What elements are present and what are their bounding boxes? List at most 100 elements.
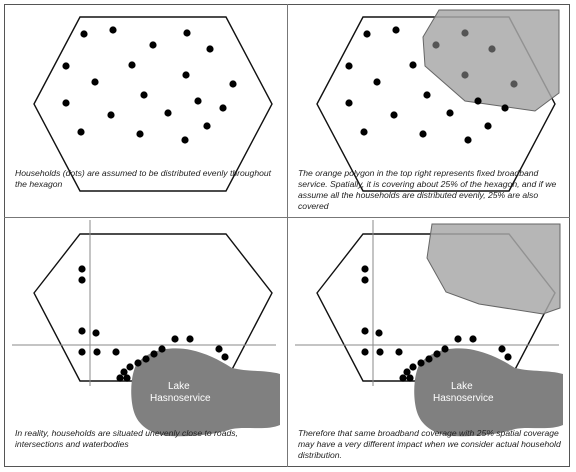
household-dot xyxy=(433,350,441,358)
household-dot xyxy=(399,374,407,382)
household-dot xyxy=(423,91,431,99)
household-dot xyxy=(363,30,371,38)
household-dots xyxy=(361,265,512,382)
caption-panel-3: In reality, households are situated unev… xyxy=(15,428,238,449)
household-dot xyxy=(123,374,131,382)
household-dot xyxy=(134,359,142,367)
household-dot xyxy=(128,61,136,69)
household-dot xyxy=(219,104,227,112)
broadband-coverage-polygon xyxy=(426,223,561,315)
household-dot xyxy=(171,335,179,343)
household-dot xyxy=(229,80,237,88)
lake-label-line1: Lake xyxy=(168,381,190,392)
household-dot xyxy=(361,348,369,356)
household-dot xyxy=(77,128,85,136)
household-dot xyxy=(142,355,150,363)
household-dot xyxy=(62,62,70,70)
household-dot xyxy=(488,45,496,53)
household-dot xyxy=(345,62,353,70)
lake-polygon xyxy=(414,348,563,437)
panel-actual-distribution: Lake Hasnoservice In reality, households… xyxy=(4,218,287,467)
broadband-coverage-polygon xyxy=(422,9,560,112)
grid-divider-vertical xyxy=(287,4,288,467)
household-dot xyxy=(107,111,115,119)
household-dot xyxy=(361,327,369,335)
lake-label-line1: Lake xyxy=(451,381,473,392)
household-dot xyxy=(183,29,191,37)
household-dot xyxy=(221,353,229,361)
lake-label-line2: Hasnoservice xyxy=(150,393,211,404)
lake-polygon xyxy=(131,348,280,437)
household-dot xyxy=(92,329,100,337)
household-dot xyxy=(510,80,518,88)
household-dot xyxy=(203,122,211,130)
household-dot xyxy=(441,345,449,353)
household-dot xyxy=(78,327,86,335)
household-dot xyxy=(182,71,190,79)
household-dot xyxy=(484,122,492,130)
household-dot xyxy=(116,374,124,382)
household-dot xyxy=(395,348,403,356)
household-dot xyxy=(461,29,469,37)
household-dot xyxy=(360,128,368,136)
lake-label-line2: Hasnoservice xyxy=(433,393,494,404)
household-dot xyxy=(91,78,99,86)
panel-1-diagram xyxy=(33,16,273,192)
caption-panel-1: Households (dots) are assumed to be dist… xyxy=(15,168,272,189)
household-dot xyxy=(501,104,509,112)
household-dot xyxy=(464,136,472,144)
household-dot xyxy=(504,353,512,361)
household-dot xyxy=(78,276,86,284)
household-dot xyxy=(409,61,417,69)
household-dot xyxy=(361,276,369,284)
panel-coverage-assumed: The orange polygon in the top right repr… xyxy=(287,4,570,217)
household-dot xyxy=(432,41,440,49)
household-dot xyxy=(419,130,427,138)
panel-actual-coverage-impact: Lake Hasnoservice Therefore that same br… xyxy=(287,218,570,467)
household-dot xyxy=(375,329,383,337)
caption-panel-4: Therefore that same broadband coverage w… xyxy=(298,428,561,460)
household-dot xyxy=(376,348,384,356)
household-dots xyxy=(78,265,229,382)
household-dot xyxy=(345,99,353,107)
household-dot xyxy=(454,335,462,343)
household-dot xyxy=(392,26,400,34)
household-dot xyxy=(149,41,157,49)
household-dot xyxy=(417,359,425,367)
household-dot xyxy=(78,265,86,273)
household-dot xyxy=(409,363,417,371)
household-dot xyxy=(206,45,214,53)
household-dots xyxy=(345,26,518,144)
household-dot xyxy=(390,111,398,119)
household-dot xyxy=(194,97,202,105)
household-dot xyxy=(140,91,148,99)
household-dot xyxy=(62,99,70,107)
hexagon xyxy=(316,16,556,192)
household-dot xyxy=(164,109,172,117)
household-dot xyxy=(126,363,134,371)
panel-2-diagram xyxy=(316,9,560,192)
household-dot xyxy=(112,348,120,356)
household-dot xyxy=(425,355,433,363)
household-dot xyxy=(186,335,194,343)
household-dot xyxy=(361,265,369,273)
household-dot xyxy=(498,345,506,353)
household-dot xyxy=(80,30,88,38)
household-dot xyxy=(373,78,381,86)
household-dot xyxy=(109,26,117,34)
household-dot xyxy=(403,368,411,376)
household-dot xyxy=(446,109,454,117)
household-dot xyxy=(136,130,144,138)
household-dot xyxy=(120,368,128,376)
household-dot xyxy=(474,97,482,105)
household-dot xyxy=(158,345,166,353)
household-dot xyxy=(406,374,414,382)
grid-divider-horizontal xyxy=(4,217,570,218)
household-dots xyxy=(62,26,237,144)
household-dot xyxy=(93,348,101,356)
household-dot xyxy=(78,348,86,356)
household-dot xyxy=(461,71,469,79)
household-dot xyxy=(150,350,158,358)
hexagon xyxy=(33,16,273,192)
household-dot xyxy=(215,345,223,353)
